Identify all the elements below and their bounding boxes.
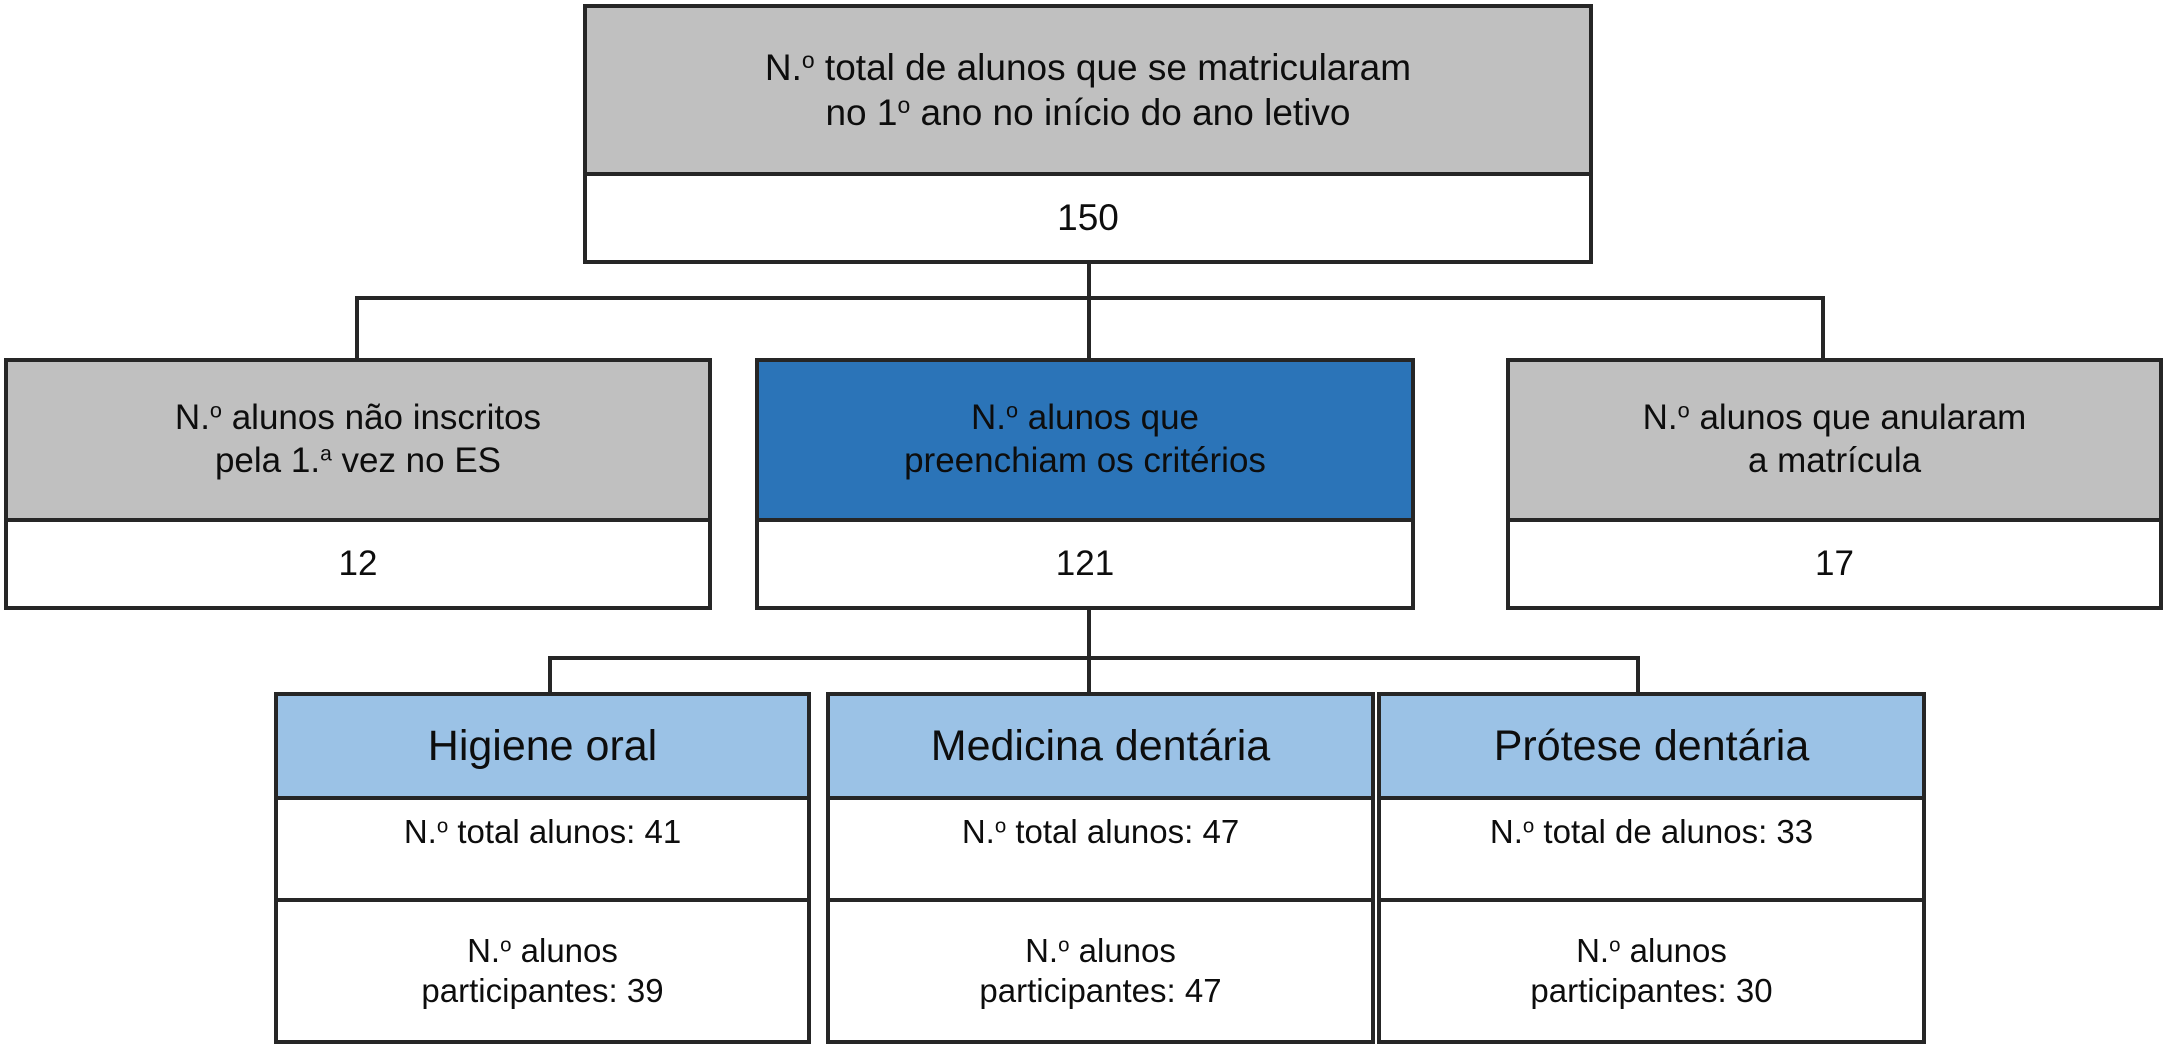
connector-level3-bus — [548, 656, 1640, 660]
node-medicina-dentaria-title: Medicina dentária — [830, 696, 1371, 800]
ordinal-indicator-icon: o — [436, 814, 449, 838]
node-nao-inscritos-value: 12 — [8, 522, 708, 606]
feminine-ordinal-icon: a — [320, 442, 332, 466]
ordinal-indicator-icon: o — [1677, 398, 1690, 424]
node-protese-dentaria-participants: N.o alunos participantes: 30 — [1381, 902, 1922, 1040]
course-title-text: Medicina dentária — [930, 721, 1271, 770]
node-preenchiam-criterios-value: 121 — [759, 522, 1411, 606]
header-line-2: preenchiam os critérios — [904, 441, 1266, 480]
node-higiene-oral[interactable]: Higiene oral N.o total alunos: 41 N.o al… — [274, 692, 811, 1044]
node-higiene-oral-participants: N.o alunos participantes: 39 — [278, 902, 807, 1040]
ordinal-indicator-icon: o — [897, 92, 911, 119]
node-higiene-oral-total: N.o total alunos: 41 — [278, 800, 807, 902]
node-protese-dentaria-total: N.o total de alunos: 33 — [1381, 800, 1922, 902]
participants-line-1: N.o alunos — [467, 931, 618, 969]
course-title-text: Higiene oral — [427, 721, 658, 770]
node-anularam-matricula-header: N.o alunos que anularam a matrícula — [1510, 362, 2159, 522]
connector-drop-center-l2 — [1087, 296, 1091, 362]
ordinal-indicator-icon: o — [1005, 398, 1019, 424]
header-line-2: no 1o ano no início do ano letivo — [825, 92, 1351, 133]
ordinal-indicator-icon: o — [1058, 933, 1070, 957]
participants-line-2: participantes: 39 — [421, 972, 664, 1009]
node-nao-inscritos-header: N.o alunos não inscritos pela 1.a vez no… — [8, 362, 708, 522]
connector-drop-right-l2 — [1821, 296, 1825, 362]
ordinal-indicator-icon: o — [994, 814, 1007, 838]
node-medicina-dentaria[interactable]: Medicina dentária N.o total alunos: 47 N… — [826, 692, 1375, 1044]
node-protese-dentaria-title: Prótese dentária — [1381, 696, 1922, 800]
ordinal-indicator-icon: o — [209, 398, 222, 424]
connector-level2-stem — [1087, 608, 1091, 660]
connector-drop-right-l3 — [1636, 656, 1640, 696]
header-line-1: N.o alunos não inscritos — [174, 398, 542, 438]
header-line-1: N.o total de alunos que se matricularam — [764, 46, 1412, 88]
value-text: 121 — [1055, 543, 1115, 583]
node-medicina-dentaria-participants: N.o alunos participantes: 47 — [830, 902, 1371, 1040]
value-text: 12 — [338, 543, 378, 583]
node-preenchiam-criterios[interactable]: N.o alunos que preenchiam os critérios 1… — [755, 358, 1415, 610]
node-medicina-dentaria-total: N.o total alunos: 47 — [830, 800, 1371, 902]
header-line-1: N.o alunos que — [970, 398, 1200, 438]
value-text: 150 — [1057, 197, 1119, 239]
node-higiene-oral-title: Higiene oral — [278, 696, 807, 800]
connector-drop-center-l3 — [1087, 656, 1091, 696]
node-total-matriculados-value: 150 — [587, 176, 1589, 260]
node-nao-inscritos[interactable]: N.o alunos não inscritos pela 1.a vez no… — [4, 358, 712, 610]
node-total-matriculados[interactable]: N.o total de alunos que se matricularam … — [583, 4, 1593, 264]
ordinal-indicator-icon: o — [500, 933, 512, 957]
node-total-matriculados-header: N.o total de alunos que se matricularam … — [587, 8, 1589, 176]
node-protese-dentaria[interactable]: Prótese dentária N.o total de alunos: 33… — [1377, 692, 1926, 1044]
value-text: 17 — [1815, 543, 1854, 583]
node-anularam-matricula-value: 17 — [1510, 522, 2159, 606]
header-line-2: pela 1.a vez no ES — [214, 441, 502, 480]
participants-line-1: N.o alunos — [1576, 931, 1727, 969]
connector-drop-left-l3 — [548, 656, 552, 696]
node-preenchiam-criterios-header: N.o alunos que preenchiam os critérios — [759, 362, 1411, 522]
ordinal-indicator-icon: o — [801, 46, 815, 73]
ordinal-indicator-icon: o — [1609, 933, 1621, 957]
header-line-2: a matrícula — [1747, 441, 1922, 480]
participants-line-1: N.o alunos — [1025, 931, 1176, 969]
header-line-1: N.o alunos que anularam — [1642, 398, 2027, 438]
participants-line-2: participantes: 47 — [979, 972, 1222, 1009]
participants-line-2: participantes: 30 — [1530, 972, 1773, 1009]
ordinal-indicator-icon: o — [1522, 814, 1535, 838]
connector-drop-left-l2 — [355, 296, 359, 362]
node-anularam-matricula[interactable]: N.o alunos que anularam a matrícula 17 — [1506, 358, 2163, 610]
course-title-text: Prótese dentária — [1493, 721, 1810, 770]
